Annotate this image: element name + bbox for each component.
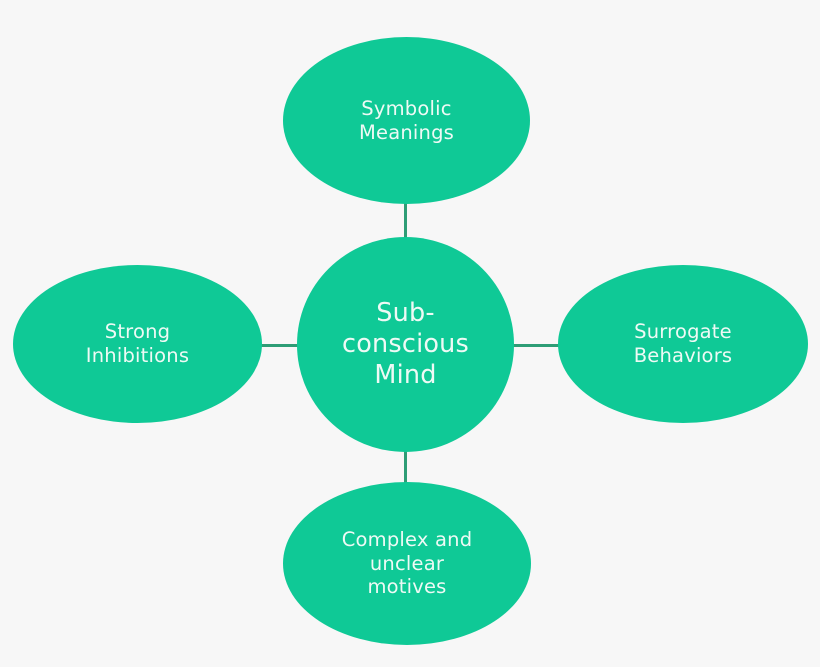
node-symbolic-meanings[interactable]: Symbolic Meanings [283, 37, 530, 204]
connector-center-to-left [259, 344, 299, 347]
node-strong-inhibitions[interactable]: Strong Inhibitions [13, 265, 262, 423]
node-complex-and-unclear-motives[interactable]: Complex and unclear motives [283, 482, 531, 645]
node-surrogate-behaviors-label: Surrogate Behaviors [633, 320, 733, 367]
connector-center-to-bottom [404, 450, 407, 484]
node-subconscious-mind[interactable]: Sub- conscious Mind [297, 237, 514, 452]
node-complex-and-unclear-motives-label: Complex and unclear motives [341, 527, 473, 599]
connector-center-to-top [404, 203, 407, 239]
node-strong-inhibitions-label: Strong Inhibitions [85, 320, 190, 367]
node-subconscious-mind-label: Sub- conscious Mind [341, 297, 470, 391]
connector-center-to-right [513, 344, 561, 347]
node-surrogate-behaviors[interactable]: Surrogate Behaviors [558, 265, 808, 423]
node-symbolic-meanings-label: Symbolic Meanings [358, 96, 455, 144]
